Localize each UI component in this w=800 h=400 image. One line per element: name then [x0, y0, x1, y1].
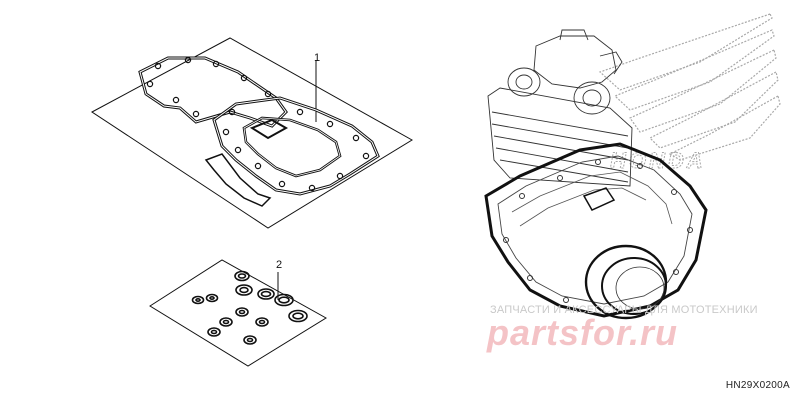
oring-kit-plate [149, 259, 327, 367]
callout-part-2: 2 [276, 259, 283, 271]
diagram-code: HN29X0200A [725, 380, 790, 391]
crankcase-cover [484, 142, 708, 320]
gasket-bolt-holes [146, 56, 370, 192]
callout-part-1: 1 [314, 52, 321, 64]
watermark-subtitle: ЗАПЧАСТИ И АКСЕССУАРЫ ДЛЯ МОТОТЕХНИКИ [490, 304, 758, 316]
honda-wing-logo [598, 13, 781, 161]
honda-logo-text: HONDA [610, 148, 706, 173]
watermark-site: partsfor.ru [487, 312, 679, 353]
oring-seals [191, 270, 308, 345]
gasket-kit-plate [91, 37, 413, 229]
engine-illustration [487, 29, 633, 187]
